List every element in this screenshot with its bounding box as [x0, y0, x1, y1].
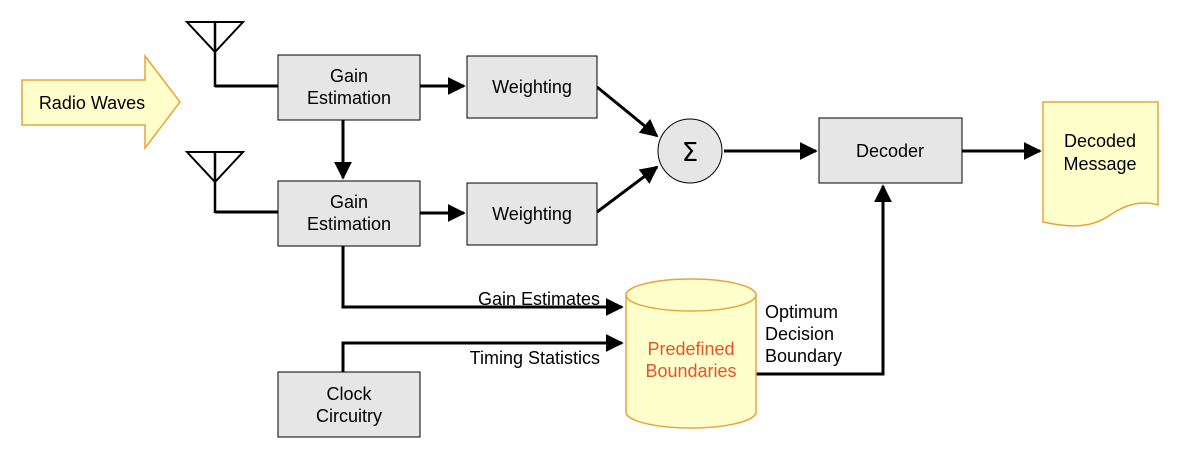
clock-circuitry-block: Clock Circuitry	[277, 371, 421, 438]
timing-statistics-label: Timing Statistics	[470, 348, 600, 368]
output-label: Message	[1063, 154, 1136, 174]
timing-statistics-line	[341, 334, 624, 372]
weighting-block-2: Weighting	[466, 182, 598, 246]
radio-waves-label: Radio Waves	[39, 93, 145, 113]
optimum-label: Optimum	[765, 302, 838, 322]
optimum-label: Boundary	[765, 346, 842, 366]
weighting2-to-summer	[596, 165, 659, 214]
weighting1-to-summer	[596, 85, 659, 138]
weighting-block-1: Weighting	[466, 55, 598, 119]
gain-estimation-label: Estimation	[307, 88, 391, 108]
gain-estimation-label: Estimation	[307, 214, 391, 234]
gain-estimation-label: Gain	[330, 192, 368, 212]
gain-estimation-label: Gain	[330, 66, 368, 86]
decoder-block: Decoder	[818, 117, 963, 184]
radio-waves-input: Radio Waves	[21, 53, 181, 151]
database-label: Boundaries	[645, 361, 736, 381]
output-label: Decoded	[1064, 131, 1136, 151]
gain-estimation-block-2: Gain Estimation	[277, 180, 421, 247]
gain-estimates-label: Gain Estimates	[478, 289, 600, 309]
weighting-label: Weighting	[492, 204, 572, 224]
predefined-boundaries-database: Predefined Boundaries	[625, 278, 757, 429]
antenna-icon	[184, 21, 246, 87]
clock-label: Clock	[326, 384, 372, 404]
weighting-label: Weighting	[492, 77, 572, 97]
database-label: Predefined	[647, 339, 734, 359]
antenna-icon	[184, 151, 246, 213]
clock-label: Circuitry	[316, 406, 382, 426]
connections	[215, 77, 1042, 376]
decoded-message-document: Decoded Message	[1042, 101, 1159, 227]
sigma-symbol: Σ	[682, 138, 698, 168]
gain-estimation-block-1: Gain Estimation	[277, 54, 421, 121]
decoder-label: Decoder	[856, 141, 924, 161]
optimum-label: Decision	[765, 324, 834, 344]
summer-node: Σ	[657, 118, 723, 184]
gain-estimates-line	[341, 246, 624, 316]
boundary-to-decoder	[756, 184, 892, 376]
